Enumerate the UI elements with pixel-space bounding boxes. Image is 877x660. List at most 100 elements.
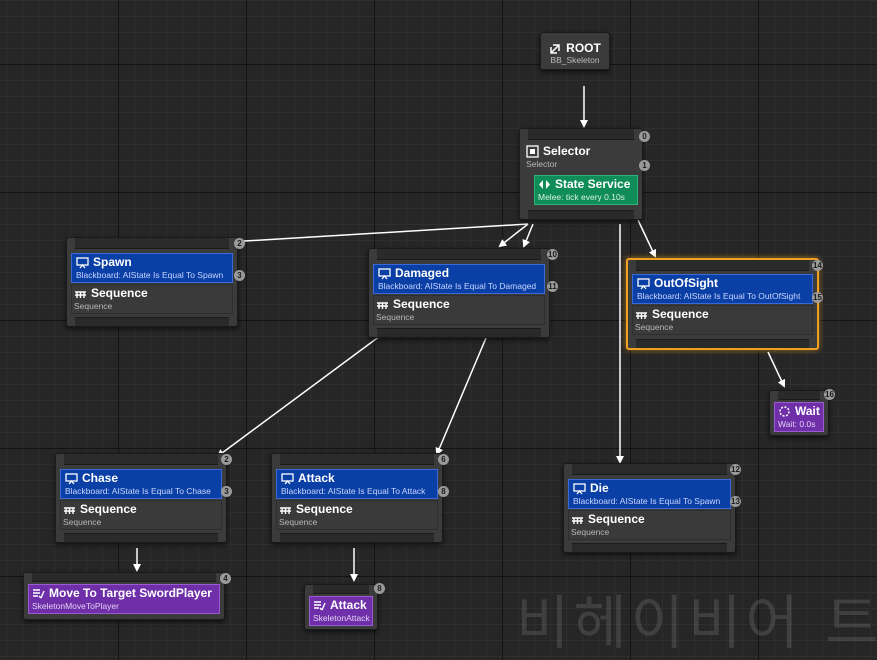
- sequence-icon: [635, 308, 648, 321]
- root-title: ROOT: [566, 41, 601, 55]
- move-task-order-badge: 4: [220, 573, 231, 584]
- damaged-decorator-badge: 11: [547, 281, 558, 292]
- wire-damaged-chase: [216, 335, 381, 458]
- attack-task[interactable]: Attack SkeletonAttack: [309, 596, 373, 626]
- sequence-icon: [279, 503, 292, 516]
- attack-input-pin[interactable]: [280, 454, 434, 465]
- sequence-icon: [63, 503, 76, 516]
- wait-task[interactable]: Wait Wait: 0.0s: [774, 402, 824, 432]
- chase-node[interactable]: Chase Blackboard: AIState Is Equal To Ch…: [55, 453, 227, 543]
- sequence-icon: [376, 298, 389, 311]
- chase-decorator-title: Chase: [82, 471, 119, 485]
- wait-input-pin[interactable]: [778, 391, 820, 400]
- move-input-pin[interactable]: [32, 573, 216, 582]
- service-icon: [538, 178, 551, 191]
- chase-decorator-subtitle: Blackboard: AIState Is Equal To Chase: [65, 486, 211, 496]
- selector-input-pin[interactable]: [528, 129, 634, 140]
- monitor-icon: [573, 482, 586, 495]
- wire-outofsight-wait: [767, 351, 786, 388]
- attack-decorator-subtitle: Blackboard: AIState Is Equal To Attack: [281, 486, 426, 496]
- wait-node[interactable]: Wait Wait: 0.0s: [769, 390, 829, 436]
- outofsight-output-pin[interactable]: [636, 339, 809, 348]
- attack-task-title: Attack: [330, 598, 367, 612]
- attack-task-input-pin[interactable]: [313, 585, 369, 594]
- service-subtitle: Melee: tick every 0.10s: [538, 192, 625, 202]
- die-input-pin[interactable]: [572, 464, 727, 475]
- attack-order-badge: 6: [438, 454, 449, 465]
- outofsight-decorator-title: OutOfSight: [654, 276, 718, 290]
- state-service[interactable]: State Service Melee: tick every 0.10s: [534, 175, 638, 205]
- sequence-icon: [74, 287, 87, 300]
- outofsight-decorator[interactable]: OutOfSight Blackboard: AIState Is Equal …: [632, 274, 813, 304]
- damaged-input-pin[interactable]: [377, 249, 541, 260]
- spawn-node[interactable]: Spawn Blackboard: AIState Is Equal To Sp…: [66, 237, 238, 327]
- attack-task-subtitle: SkeletonAttack: [313, 613, 370, 623]
- spawn-decorator-title: Spawn: [93, 255, 132, 269]
- attack-decorator-badge: 8: [438, 486, 449, 497]
- spawn-decorator[interactable]: Spawn Blackboard: AIState Is Equal To Sp…: [71, 253, 233, 283]
- chase-input-pin[interactable]: [64, 454, 218, 465]
- attack-decorator-title: Attack: [298, 471, 335, 485]
- spawn-sequence-title: Sequence: [91, 286, 148, 300]
- wire-selector-outofsight: [637, 219, 657, 258]
- service-order-badge: 1: [639, 160, 650, 171]
- monitor-icon: [65, 472, 78, 485]
- die-node[interactable]: Die Blackboard: AIState Is Equal To Spaw…: [563, 463, 736, 553]
- attack-decorator[interactable]: Attack Blackboard: AIState Is Equal To A…: [276, 469, 438, 499]
- task-icon: [32, 587, 45, 600]
- root-title-row: ROOT: [541, 41, 609, 55]
- spawn-decorator-subtitle: Blackboard: AIState Is Equal To Spawn: [76, 270, 224, 280]
- selector-node[interactable]: Selector Selector State Service Melee: t…: [519, 128, 643, 220]
- spawn-decorator-badge: 3: [234, 270, 245, 281]
- damaged-sequence[interactable]: Sequence Sequence: [373, 295, 545, 325]
- chase-sequence-subtitle: Sequence: [63, 517, 102, 527]
- damaged-decorator[interactable]: Damaged Blackboard: AIState Is Equal To …: [373, 264, 545, 294]
- damaged-node[interactable]: Damaged Blackboard: AIState Is Equal To …: [368, 248, 550, 338]
- outofsight-decorator-subtitle: Blackboard: AIState Is Equal To OutOfSig…: [637, 291, 801, 301]
- selector-title: Selector: [543, 144, 591, 158]
- chase-sequence-title: Sequence: [80, 502, 137, 516]
- attack-sequence-title: Sequence: [296, 502, 353, 516]
- damaged-output-pin[interactable]: [377, 328, 541, 337]
- attack-sequence[interactable]: Sequence Sequence: [276, 500, 438, 530]
- selector-title-row: Selector: [526, 144, 636, 159]
- selector-output-pin[interactable]: [528, 210, 634, 219]
- die-decorator-subtitle: Blackboard: AIState Is Equal To Spawn: [573, 496, 721, 506]
- outofsight-node[interactable]: OutOfSight Blackboard: AIState Is Equal …: [626, 258, 819, 350]
- move-task-title: Move To Target SwordPlayer: [49, 586, 212, 600]
- attack-task-node[interactable]: Attack SkeletonAttack: [304, 584, 378, 630]
- monitor-icon: [378, 267, 391, 280]
- chase-decorator[interactable]: Chase Blackboard: AIState Is Equal To Ch…: [60, 469, 222, 499]
- spawn-order-badge: 2: [234, 238, 245, 249]
- wait-title: Wait: [795, 404, 820, 418]
- attack-sequence-node[interactable]: Attack Blackboard: AIState Is Equal To A…: [271, 453, 443, 543]
- chase-output-pin[interactable]: [64, 533, 218, 542]
- wire-selector-spawn: [226, 223, 529, 246]
- service-title: State Service: [555, 177, 631, 191]
- spawn-input-pin[interactable]: [75, 238, 229, 249]
- die-sequence-subtitle: Sequence: [571, 527, 610, 537]
- wait-subtitle: Wait: 0.0s: [778, 419, 816, 429]
- die-decorator[interactable]: Die Blackboard: AIState Is Equal To Spaw…: [568, 479, 731, 509]
- graph-type-watermark: 비헤이비어 트: [516, 589, 877, 657]
- selector-subtitle: Selector: [526, 159, 558, 169]
- die-output-pin[interactable]: [572, 543, 727, 552]
- outofsight-input-pin[interactable]: [636, 260, 809, 271]
- attack-task-order-badge: 8: [374, 583, 385, 594]
- chase-order-badge: 2: [221, 454, 232, 465]
- attack-output-pin[interactable]: [280, 533, 434, 542]
- chase-sequence[interactable]: Sequence Sequence: [60, 500, 222, 530]
- die-sequence[interactable]: Sequence Sequence: [568, 510, 731, 540]
- damaged-sequence-title: Sequence: [393, 297, 450, 311]
- spawn-sequence[interactable]: Sequence Sequence: [71, 284, 233, 314]
- move-to-target-node[interactable]: Move To Target SwordPlayer SkeletonMoveT…: [23, 572, 225, 620]
- wire-selector-damaged-a: [498, 223, 529, 248]
- move-to-target-task[interactable]: Move To Target SwordPlayer SkeletonMoveT…: [28, 584, 220, 614]
- move-task-subtitle: SkeletonMoveToPlayer: [32, 601, 119, 611]
- chase-decorator-badge: 3: [221, 486, 232, 497]
- monitor-icon: [281, 472, 294, 485]
- spawn-output-pin[interactable]: [75, 317, 229, 326]
- damaged-decorator-title: Damaged: [395, 266, 450, 280]
- outofsight-sequence[interactable]: Sequence Sequence: [632, 305, 813, 335]
- root-node[interactable]: ROOT BB_Skeleton: [540, 32, 610, 70]
